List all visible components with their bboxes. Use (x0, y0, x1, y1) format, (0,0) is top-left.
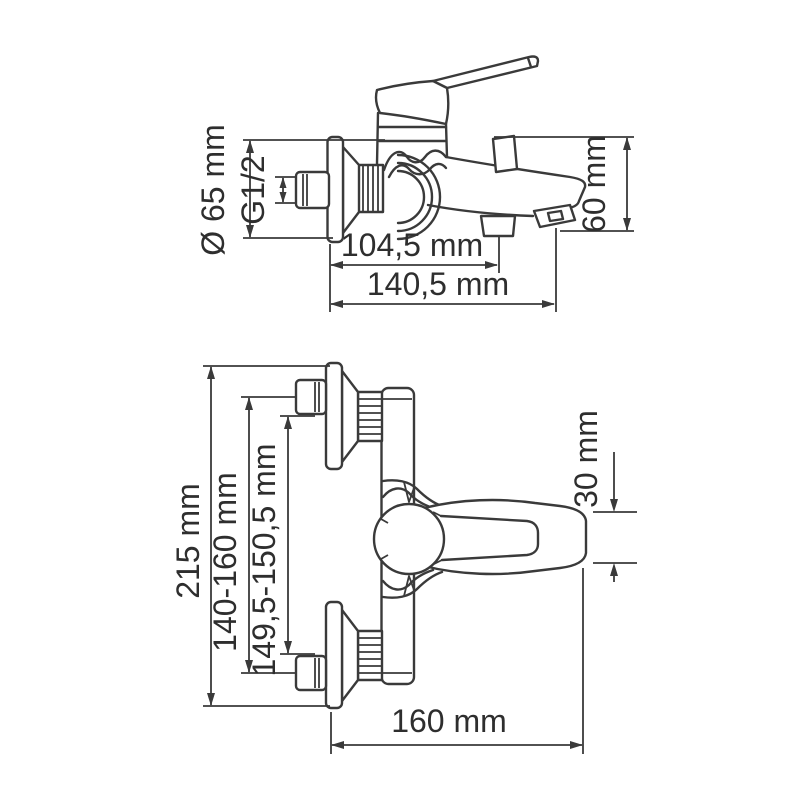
dim-label-thread: G1/2 (235, 155, 271, 224)
eccentric-thread (294, 654, 328, 692)
aerator-inner (546, 209, 565, 223)
handle-inner-cutout (439, 514, 540, 562)
escutcheon-side (294, 135, 385, 244)
dim-label-handle-width: 30 mm (568, 410, 604, 508)
cartridge-dome (372, 502, 446, 576)
escutcheon-cone (341, 145, 361, 235)
dim-label-shower-outlet-reach: 104,5 mm (341, 227, 483, 263)
dim-label-inlet-centers: 149,5-150,5 mm (246, 443, 282, 676)
plan-view: 215 mm 140-160 mm 149,5-150,5 mm 30 mm (170, 361, 637, 754)
diverter-knob (491, 134, 519, 174)
handle-lever (431, 55, 540, 90)
hex-stripes (359, 398, 381, 435)
collar-wing-top (381, 479, 444, 510)
eccentric-thread (294, 378, 328, 416)
valve-body-arcs (396, 153, 442, 241)
hex-threads (356, 390, 384, 443)
hex-stripes (359, 637, 381, 674)
handle-outline (422, 498, 588, 576)
dome-tick (380, 554, 389, 560)
side-view: Ø 65 mm G1/2 104,5 mm 140,5 mm (195, 55, 634, 312)
dim-label-wall-connection-range: 140-160 mm (207, 472, 243, 652)
spout-bottom-edge (426, 203, 535, 218)
g12-nipple (294, 170, 331, 210)
dim-label-spout-height: 60 mm (576, 135, 612, 233)
thread-rings (362, 165, 379, 212)
escutcheon-cone (340, 608, 360, 703)
escutcheon-cone (340, 369, 360, 464)
dimensions-side-view: Ø 65 mm G1/2 104,5 mm 140,5 mm (195, 124, 634, 312)
handle-plan (422, 498, 588, 576)
body-casting-curves (382, 149, 448, 179)
body-left-edge (375, 111, 380, 166)
shower-hose-outlet (479, 214, 517, 238)
escutcheon-flange (324, 600, 344, 710)
escutcheon-flange (324, 361, 344, 471)
dimensions-plan-view: 215 mm 140-160 mm 149,5-150,5 mm 30 mm (170, 365, 637, 754)
wall-connector-top (294, 361, 384, 471)
dome-tick (380, 518, 389, 524)
wall-connector-bottom (294, 600, 384, 710)
dim-label-spout-reach: 140,5 mm (367, 266, 509, 302)
lever-tip-line (526, 56, 533, 69)
aerator (532, 203, 577, 229)
collar-wing-bottom (381, 568, 444, 599)
dim-label-flange-diameter: Ø 65 mm (195, 124, 231, 256)
dim-label-overall-depth: 160 mm (391, 703, 507, 739)
handle-cap (374, 79, 450, 126)
dim-label-overall-width: 215 mm (170, 483, 206, 599)
